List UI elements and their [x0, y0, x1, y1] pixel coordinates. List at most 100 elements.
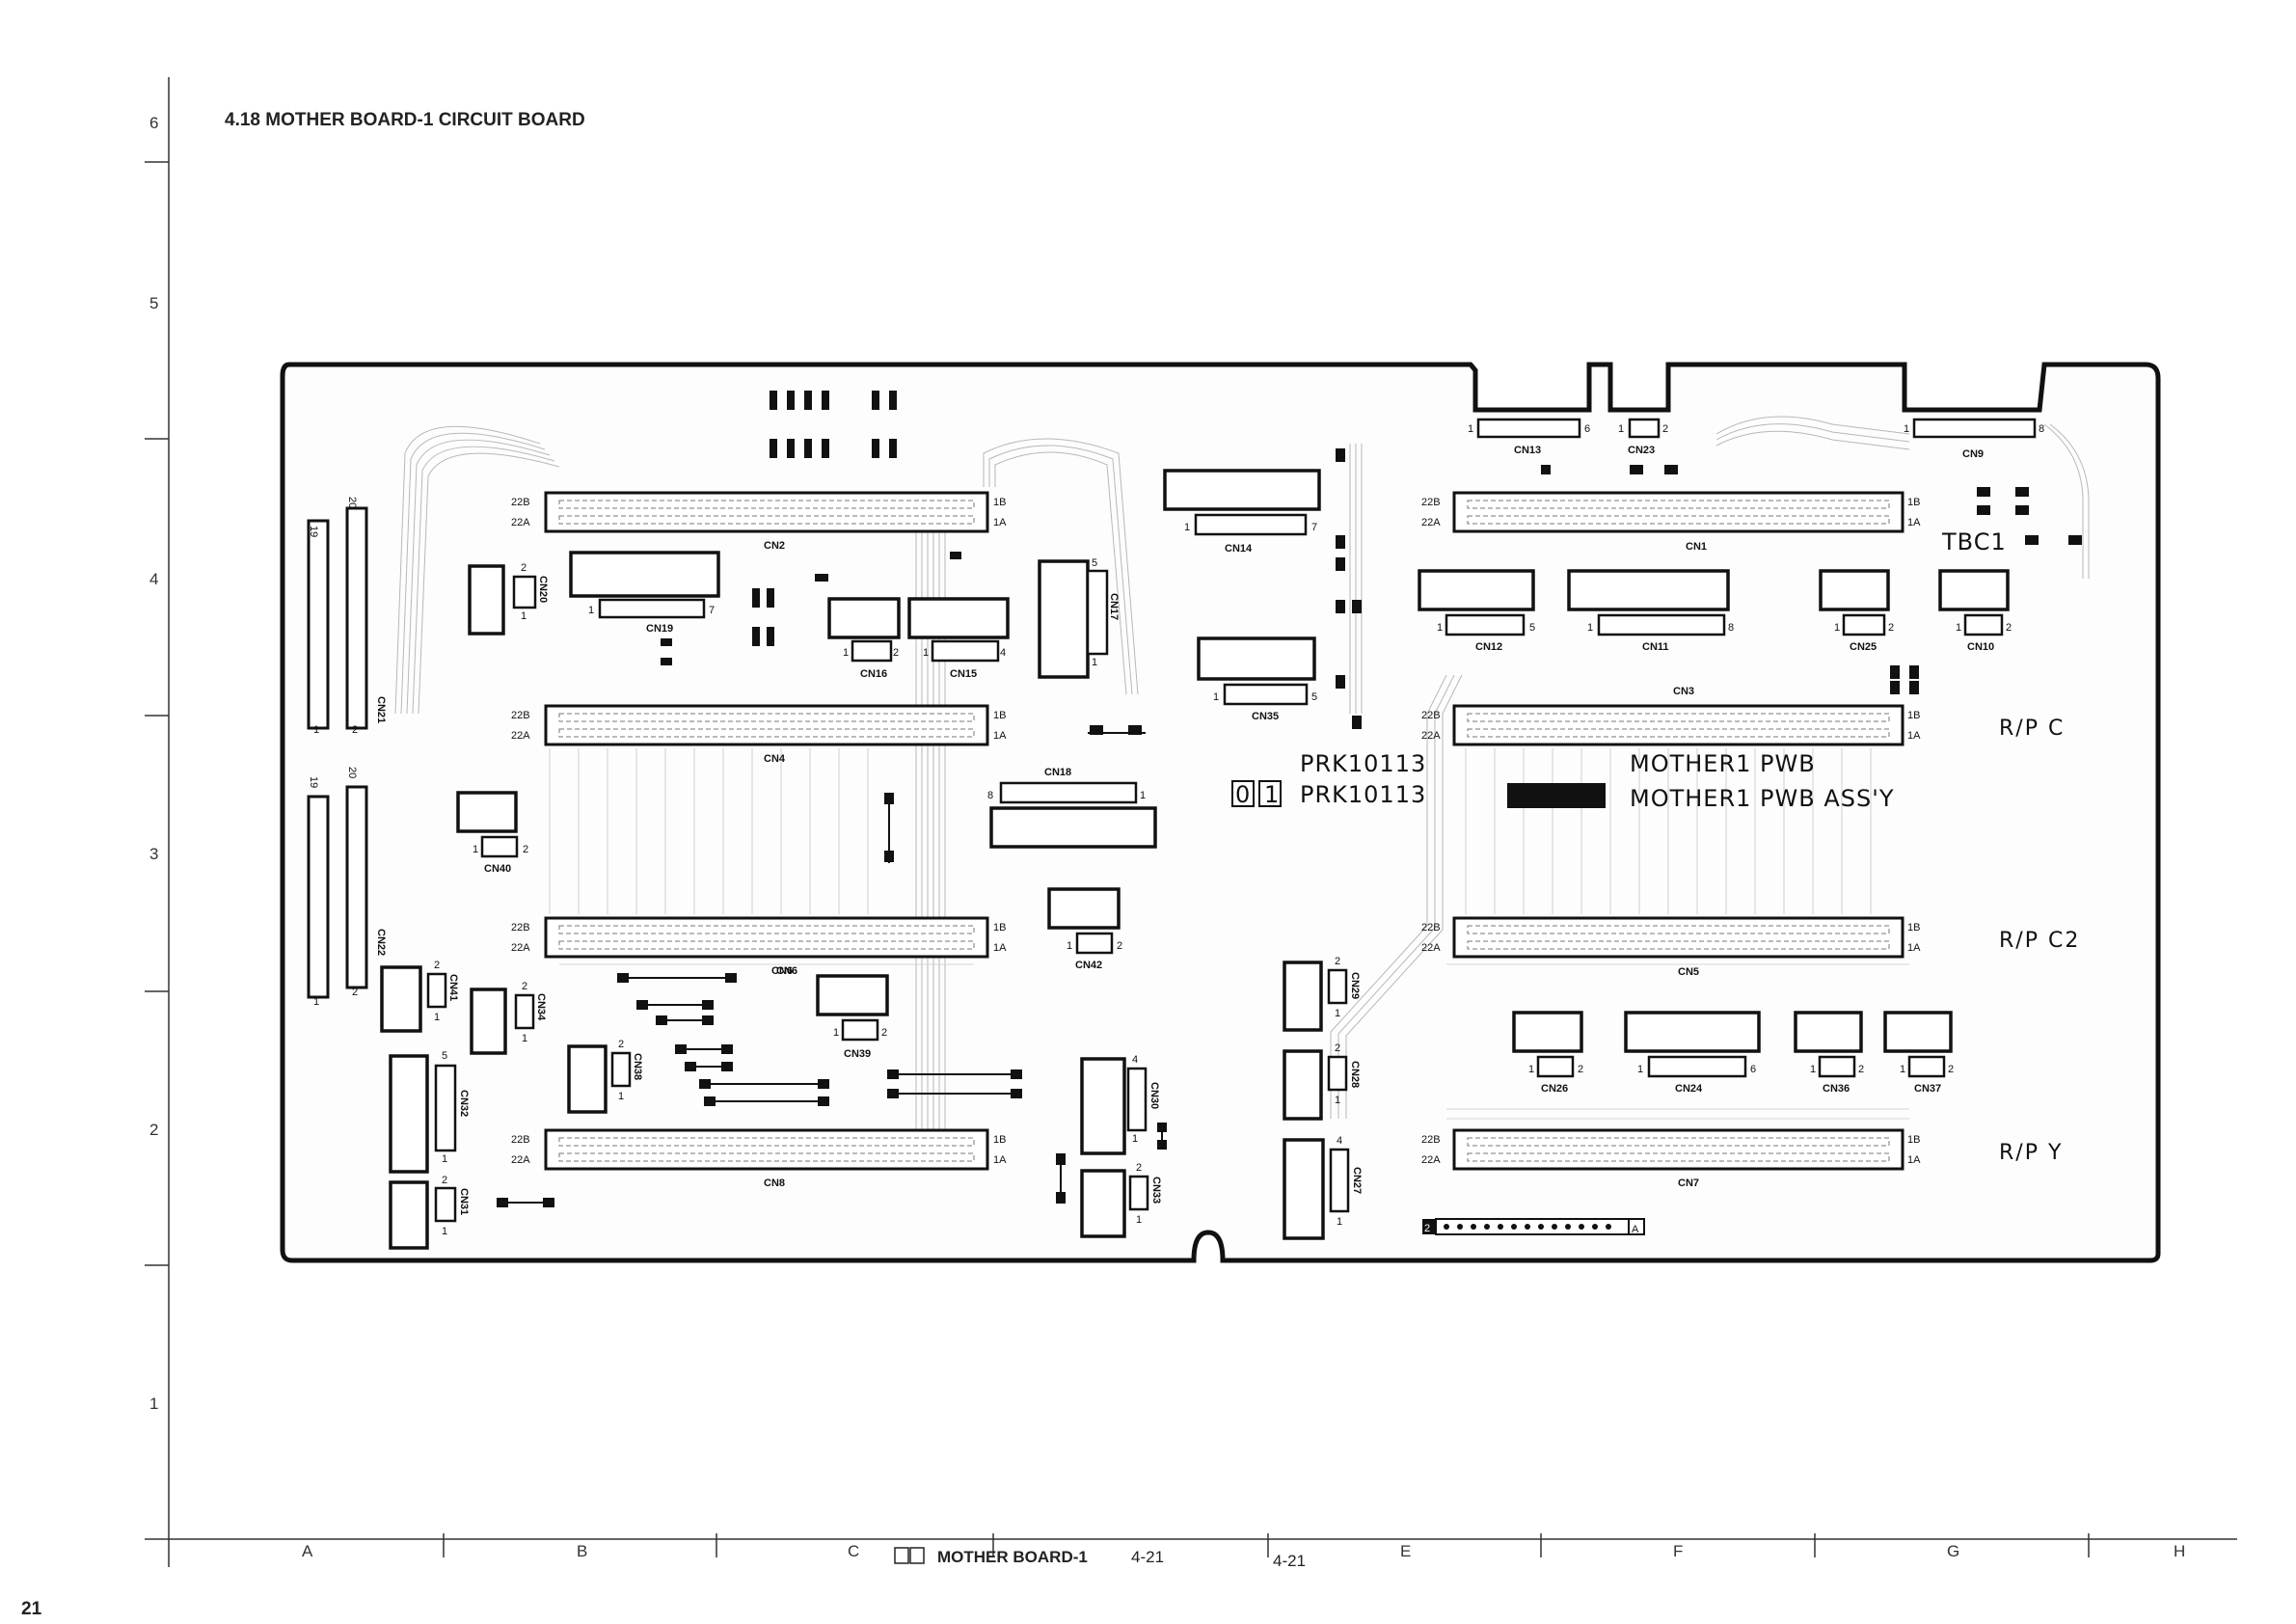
pin-label: 1B [993, 710, 1006, 721]
pin-label: 22B [511, 497, 530, 508]
connector-label: CN2 [764, 540, 785, 552]
pin-label: 1 [1834, 622, 1840, 634]
pin-label: 1 [1335, 1095, 1340, 1106]
column-letter: F [1673, 1542, 1683, 1560]
connector-label: CN1 [1686, 541, 1707, 553]
connector-label: CN30 [1148, 1082, 1160, 1109]
column-letter: E [1400, 1542, 1411, 1560]
pin-label: 1 [588, 605, 594, 616]
connector-label: CN27 [1351, 1167, 1363, 1194]
column-letter: G [1947, 1542, 1959, 1560]
connector-cn38: 2 1 CN38 [567, 1039, 643, 1114]
connector-label: CN15 [950, 668, 977, 680]
pin-label: 4 [1132, 1054, 1138, 1066]
connector-cn34: 2 1 CN34 [470, 981, 547, 1055]
connector-cn39: 1 2 CN39 [816, 974, 889, 1060]
trace-grid-lower [559, 963, 1909, 1120]
pin-label: 1 [521, 610, 527, 622]
pin-label: 5 [442, 1050, 447, 1062]
pin-label: 1 [1335, 1008, 1340, 1019]
assy-black-marker [1507, 783, 1606, 808]
column-letter: A [302, 1542, 313, 1560]
pin-label: 1 [1437, 622, 1443, 634]
pin-label: 1 [1140, 790, 1146, 801]
connector-label: CN38 [632, 1053, 643, 1080]
pin-label: 20 [346, 767, 358, 778]
pin-label: 19 [308, 526, 319, 537]
pin-label: 1 [1337, 1216, 1342, 1228]
pin-label: 1A [993, 730, 1007, 742]
diode-array [1090, 448, 2082, 735]
connector-label: CN8 [764, 1177, 785, 1189]
connector-cn17: 5 1 CN17 [1038, 557, 1120, 679]
connector-label: CN21 [375, 696, 387, 723]
pin-label: 1 [522, 1033, 527, 1044]
footer-ref: 4-21 [1273, 1552, 1306, 1570]
pin-label: 2 [352, 724, 358, 736]
connector-label: CN23 [1628, 445, 1655, 456]
pin-label: 1 [1213, 691, 1219, 703]
row-ticks [145, 161, 169, 1266]
assy-marker-icon: 0 1 [1231, 780, 1282, 808]
pin-label: 2 [1136, 1162, 1142, 1174]
pin-label: 1 [1904, 423, 1909, 435]
pin-label: 1 [1092, 657, 1097, 668]
pin-label: 2 [1858, 1064, 1864, 1075]
connector-label: CN6 [771, 965, 793, 977]
connector-label: CN40 [484, 863, 511, 875]
connector-label: CN11 [1642, 641, 1669, 653]
connector-label: CN20 [537, 576, 549, 603]
pin-label: 22A [1421, 730, 1441, 742]
footer-ref: 4-21 [1131, 1548, 1164, 1566]
connector-label: CN36 [1823, 1083, 1850, 1095]
side-label: R/P Y [1999, 1141, 2063, 1165]
page-title: 4.18 MOTHER BOARD-1 CIRCUIT BOARD [225, 110, 585, 130]
connector-cn27: 4 1 CN27 [1283, 1135, 1363, 1240]
pin-label: 8 [987, 790, 993, 801]
connector-cn36: 1 2 CN36 [1794, 1011, 1864, 1095]
pwb-assy-label: MOTHER1 PWB ASS'Y [1630, 785, 1894, 812]
connector-cn4: 22B 22A 1B 1A CN4 [511, 704, 1007, 765]
pin-label: 7 [1311, 522, 1317, 533]
connector-label: CN28 [1349, 1061, 1361, 1088]
pin-label: 2 [618, 1039, 624, 1050]
pin-label: 1A [993, 942, 1007, 954]
pin-label: 22B [511, 1134, 530, 1146]
connector-cn3: 22B 22A 1B 1A CN3 [1421, 686, 1921, 746]
pin-label: 1 [1637, 1064, 1643, 1075]
connector-cn22: 19 20 1 2 CN22 [307, 767, 387, 1008]
connector-cn5: 22B 22A 1B 1A CN5 [1421, 916, 1921, 978]
connector-cn1: 22B 22A 1B 1A CN1 [1421, 491, 1921, 553]
pin-label: 7 [709, 605, 715, 616]
pin-label: 5 [1092, 557, 1097, 569]
pin-label: 2 [1424, 1223, 1430, 1234]
connector-label: CN3 [1673, 686, 1694, 697]
pin-label: 20 [346, 497, 358, 508]
connector-label: CN25 [1850, 641, 1877, 653]
pin-label: 1A [1907, 517, 1921, 528]
connector-cn29: 2 1 CN29 [1283, 956, 1361, 1032]
connector-cn31: 2 1 CN31 [389, 1175, 470, 1250]
row-number: 3 [149, 845, 158, 863]
connector-label: CN42 [1075, 960, 1102, 971]
slot-trace-field-right [1465, 748, 1872, 914]
connector-label: CN5 [1678, 966, 1699, 978]
column-letter: B [577, 1542, 587, 1560]
connector-label: CN31 [458, 1188, 470, 1215]
connector-cn33: 2 1 CN33 [1080, 1162, 1162, 1238]
pin-label: 1B [993, 497, 1006, 508]
pin-label: 2 [1335, 956, 1340, 967]
pin-label: 1 [442, 1226, 447, 1237]
pin-label: 1 [1587, 622, 1593, 634]
connector-cn15: 1 4 CN15 [907, 597, 1010, 680]
connector-label: CN35 [1252, 711, 1279, 722]
connector-cn11: 1 8 CN11 [1567, 569, 1734, 653]
column-ticks [443, 1533, 2090, 1557]
connector-cn25: 1 2 CN25 [1819, 569, 1894, 653]
edge-connector-label: A [1632, 1224, 1639, 1235]
connector-label: CN41 [447, 974, 459, 1001]
assy-part-number: PRK10113 [1300, 781, 1426, 808]
svg-text:1: 1 [1264, 781, 1280, 808]
connector-cn14: 1 7 CN14 [1163, 469, 1321, 555]
resistor-array [497, 732, 1167, 1207]
